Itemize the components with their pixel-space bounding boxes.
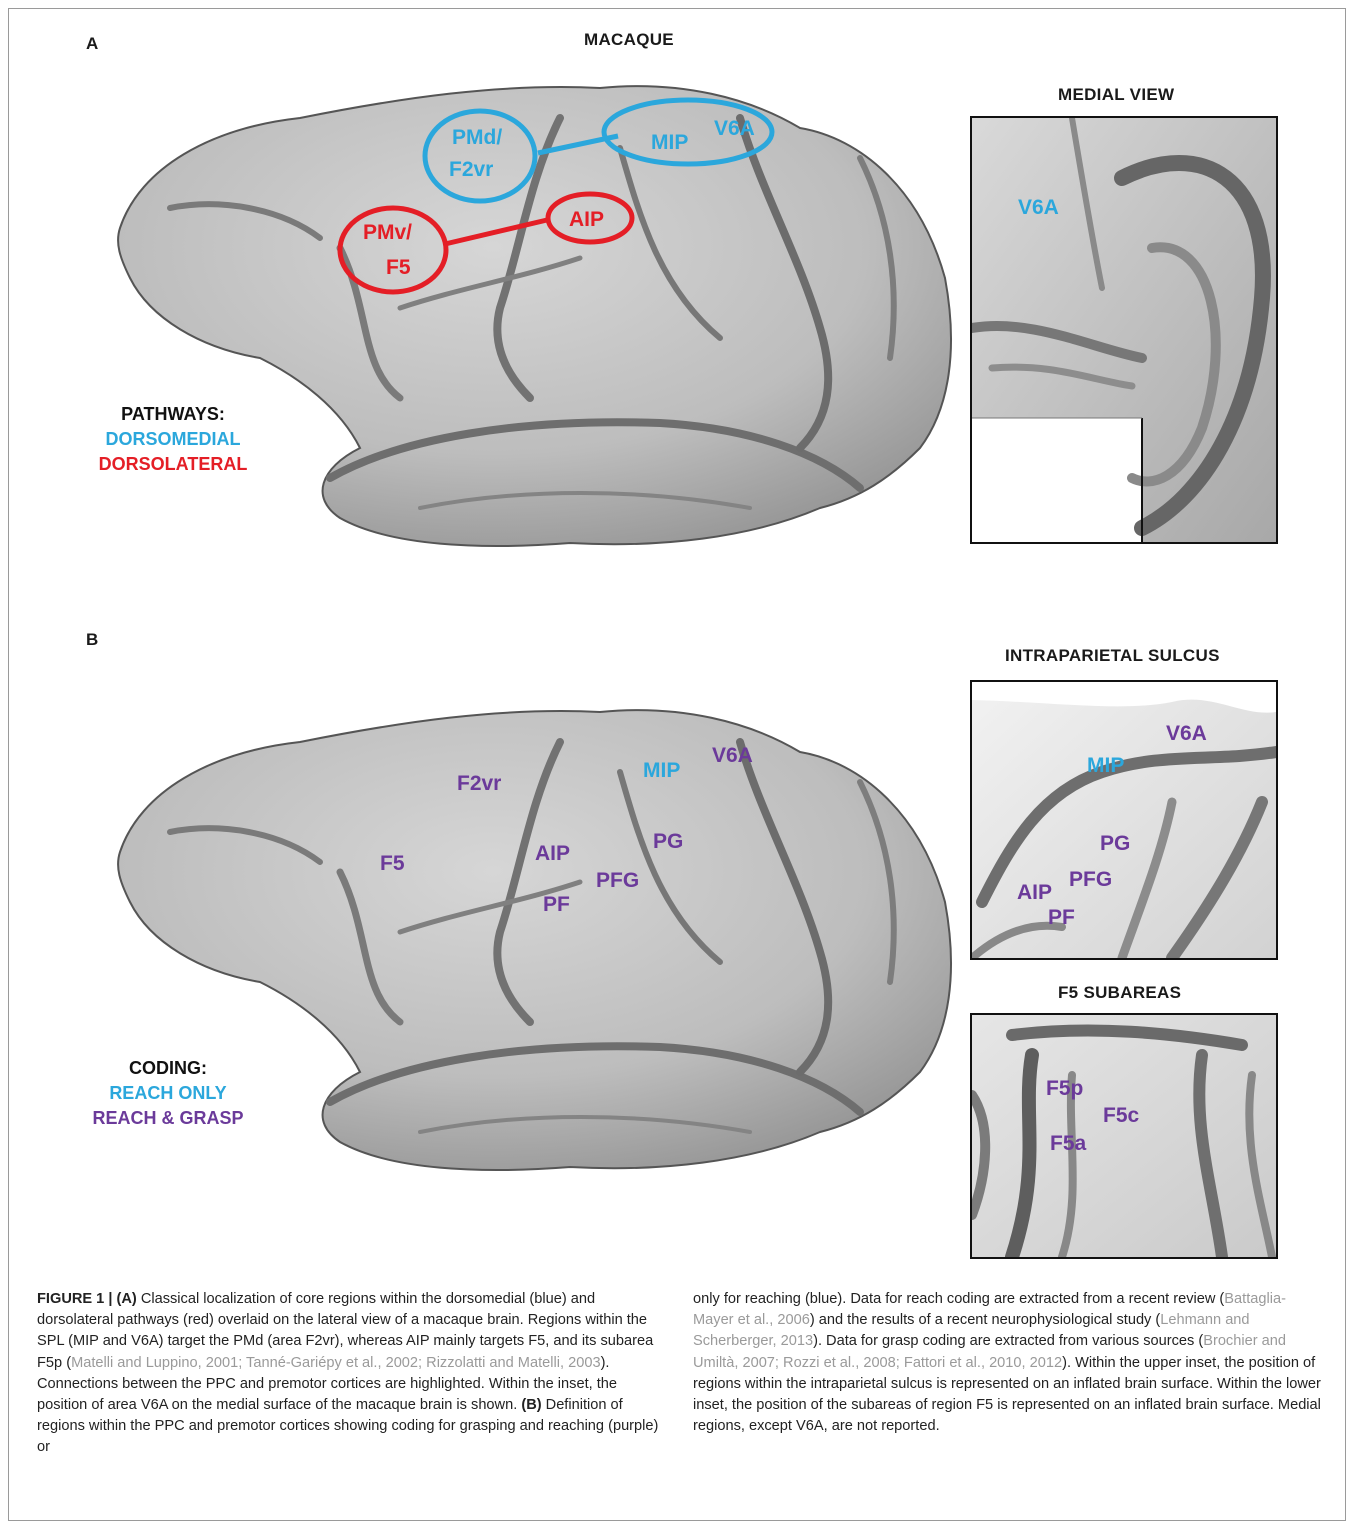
label-pg-b: PG: [653, 830, 683, 854]
intraparietal-inset: V6A MIP PG PFG AIP PF: [970, 680, 1278, 960]
panel-a-letter: A: [86, 34, 98, 54]
label-pmd: PMd/: [452, 126, 502, 150]
label-pfg-ips: PFG: [1069, 868, 1112, 892]
label-pf-ips: PF: [1048, 906, 1075, 930]
brain-lateral-view-a: [100, 58, 960, 578]
label-aip-a: AIP: [569, 208, 604, 232]
legend-reach-only: REACH ONLY: [58, 1081, 278, 1106]
legend-dorsomedial: DORSOMEDIAL: [78, 427, 268, 452]
label-f5-a: F5: [386, 256, 411, 280]
panel-b-letter: B: [86, 630, 98, 650]
label-pfg-b: PFG: [596, 869, 639, 893]
medial-view-title: MEDIAL VIEW: [1058, 85, 1174, 105]
label-f5c: F5c: [1103, 1104, 1139, 1128]
medial-view-inset: V6A: [970, 116, 1278, 544]
f5-subareas-title: F5 SUBAREAS: [1058, 983, 1181, 1003]
pathways-legend: PATHWAYS: DORSOMEDIAL DORSOLATERAL: [78, 402, 268, 477]
label-aip-b: AIP: [535, 842, 570, 866]
caption-a-marker: (A): [117, 1291, 137, 1307]
label-v6a-medial: V6A: [1018, 196, 1059, 220]
intraparietal-title: INTRAPARIETAL SULCUS: [1005, 646, 1220, 666]
label-f5a: F5a: [1050, 1132, 1086, 1156]
legend-heading-coding: CODING:: [58, 1056, 278, 1081]
caption-text: ) and the results of a recent neurophysi…: [810, 1312, 1160, 1328]
legend-heading-pathways: PATHWAYS:: [78, 402, 268, 427]
label-aip-ips: AIP: [1017, 881, 1052, 905]
caption-column-2: only for reaching (blue). Data for reach…: [693, 1289, 1323, 1437]
label-f5p: F5p: [1046, 1077, 1083, 1101]
label-pg-ips: PG: [1100, 832, 1130, 856]
label-f2vr-a: F2vr: [449, 158, 493, 182]
label-v6a-b: V6A: [712, 744, 753, 768]
caption-text: only for reaching (blue). Data for reach…: [693, 1291, 1224, 1307]
label-v6a-a: V6A: [714, 117, 755, 141]
caption-fig-label: FIGURE 1 |: [37, 1291, 117, 1307]
label-mip-b: MIP: [643, 759, 680, 783]
caption-text: ). Data for grasp coding are extracted f…: [813, 1333, 1203, 1349]
label-f5-b: F5: [380, 852, 405, 876]
coding-legend: CODING: REACH ONLY REACH & GRASP: [58, 1056, 278, 1131]
caption-reference[interactable]: Matelli and Luppino, 2001; Tanné-Gariépy…: [71, 1355, 601, 1371]
label-v6a-ips: V6A: [1166, 722, 1207, 746]
label-pmv: PMv/: [363, 221, 412, 245]
caption-column-1: FIGURE 1 | (A) Classical localization of…: [37, 1289, 667, 1459]
f5-subareas-inset: F5p F5c F5a: [970, 1013, 1278, 1259]
legend-reach-grasp: REACH & GRASP: [58, 1106, 278, 1131]
label-f2vr-b: F2vr: [457, 772, 501, 796]
legend-dorsolateral: DORSOLATERAL: [78, 452, 268, 477]
label-mip-a: MIP: [651, 131, 688, 155]
label-mip-ips: MIP: [1087, 754, 1124, 778]
label-pf-b: PF: [543, 893, 570, 917]
caption-b-marker: (B): [521, 1397, 541, 1413]
panel-a-title: MACAQUE: [584, 30, 674, 50]
